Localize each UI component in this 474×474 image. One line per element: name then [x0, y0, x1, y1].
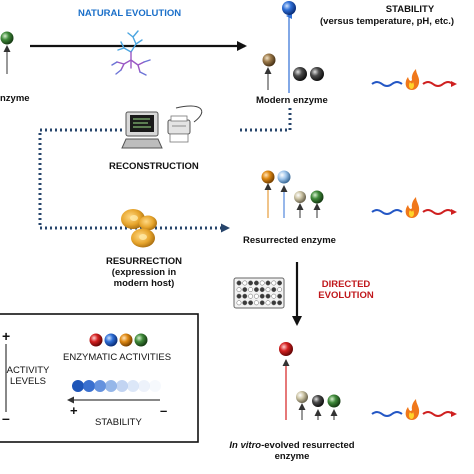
legend-plus-bottom: +: [70, 403, 78, 418]
plate-well: [248, 280, 254, 286]
stability-subtitle: (versus temperature, pH, etc.): [320, 16, 455, 27]
yeast-cells-icon: [121, 209, 157, 248]
plate-well: [236, 300, 242, 306]
plate-well: [259, 287, 265, 293]
legend-stability-label: STABILITY: [95, 417, 142, 428]
natural-evolution-label: NATURAL EVOLUTION: [78, 8, 182, 19]
modern-enzyme-label: Modern enzyme: [256, 95, 328, 106]
in-vitro-line-2: enzyme: [274, 450, 310, 462]
plate-well: [265, 280, 271, 286]
plate-well: [265, 287, 271, 293]
directed-evolution-label: DIRECTED EVOLUTION: [310, 279, 382, 302]
plate-well: [253, 287, 259, 293]
plate-well: [277, 280, 283, 286]
legend-box: [0, 313, 199, 443]
directed-evolution-line-1: DIRECTED: [321, 279, 371, 290]
legend-minus-right: –: [160, 403, 168, 418]
enzymatic-activities-label: ENZYMATIC ACTIVITIES: [63, 352, 172, 363]
plate-well: [242, 300, 248, 306]
resurrection-line-1: RESURRECTION: [105, 256, 182, 267]
printer-icon: [167, 105, 203, 143]
stability-indicator-top: [371, 69, 457, 90]
in-vitro-line-1: In vitro-evolved resurrected: [222, 440, 362, 452]
plate-well: [253, 293, 259, 299]
plate-well: [271, 287, 277, 293]
enzymatic-activity-spheres: [89, 333, 148, 347]
in-vitro-suffix: -evolved resurrected: [261, 440, 355, 451]
activity-levels-label: ACTIVITY LEVELS: [6, 365, 50, 388]
plate-well: [236, 280, 242, 286]
in-vitro-enzyme-label: In vitro-evolved resurrected enzyme: [222, 440, 362, 463]
legend-minus-bottom: –: [2, 410, 10, 426]
plate-well: [242, 287, 248, 293]
plate-well: [242, 293, 248, 299]
reconstruction-dotted-path: [38, 108, 292, 228]
directed-evolution-line-2: EVOLUTION: [318, 289, 374, 301]
plate-well: [277, 300, 283, 306]
plate-well: [236, 293, 242, 299]
resurrected-enzyme-label: Resurrected enzyme: [243, 235, 336, 246]
plate-well: [271, 293, 277, 299]
plate-well: [259, 280, 265, 286]
plate-well: [253, 300, 259, 306]
ancestral-enzyme-top-left: [0, 31, 14, 74]
in-vitro-prefix: In vitro: [229, 440, 262, 451]
plate-well: [253, 280, 259, 286]
computer-icon: [121, 111, 163, 149]
plate-well: [277, 287, 283, 293]
plate-well: [242, 280, 248, 286]
activity-levels-line-2: LEVELS: [10, 375, 46, 387]
resurrected-enzyme: [261, 170, 324, 218]
resurrection-line-2: (expression in: [111, 266, 177, 278]
plate-well: [277, 293, 283, 299]
plate-well: [271, 300, 277, 306]
stability-indicator-middle: [371, 197, 457, 218]
plate-well: [248, 293, 254, 299]
legend-plus-top: +: [2, 328, 11, 344]
resurrection-line-3: modern host): [113, 277, 175, 289]
plate-well: [259, 293, 265, 299]
phylogenetic-tree-icon: [111, 30, 151, 76]
reconstruction-label: RECONSTRUCTION: [109, 161, 199, 172]
plate-well: [248, 300, 254, 306]
screening-plate-icon: [233, 277, 285, 309]
plate-well: [271, 280, 277, 286]
ancestral-enzyme-label: nzyme: [0, 93, 30, 104]
in-vitro-evolved-enzyme: [279, 342, 341, 420]
resurrection-label: RESURRECTION (expression in modern host): [102, 256, 186, 290]
plate-well: [265, 293, 271, 299]
modern-enzyme-top: [262, 1, 324, 93]
stability-title: STABILITY: [385, 4, 435, 15]
stability-indicator-bottom: [371, 399, 457, 420]
plate-well: [259, 300, 265, 306]
activity-levels-line-1: ACTIVITY: [6, 365, 50, 376]
plate-well: [236, 287, 242, 293]
stability-gradient-spheres: [72, 380, 161, 392]
plate-well: [265, 300, 271, 306]
plate-well: [248, 287, 254, 293]
